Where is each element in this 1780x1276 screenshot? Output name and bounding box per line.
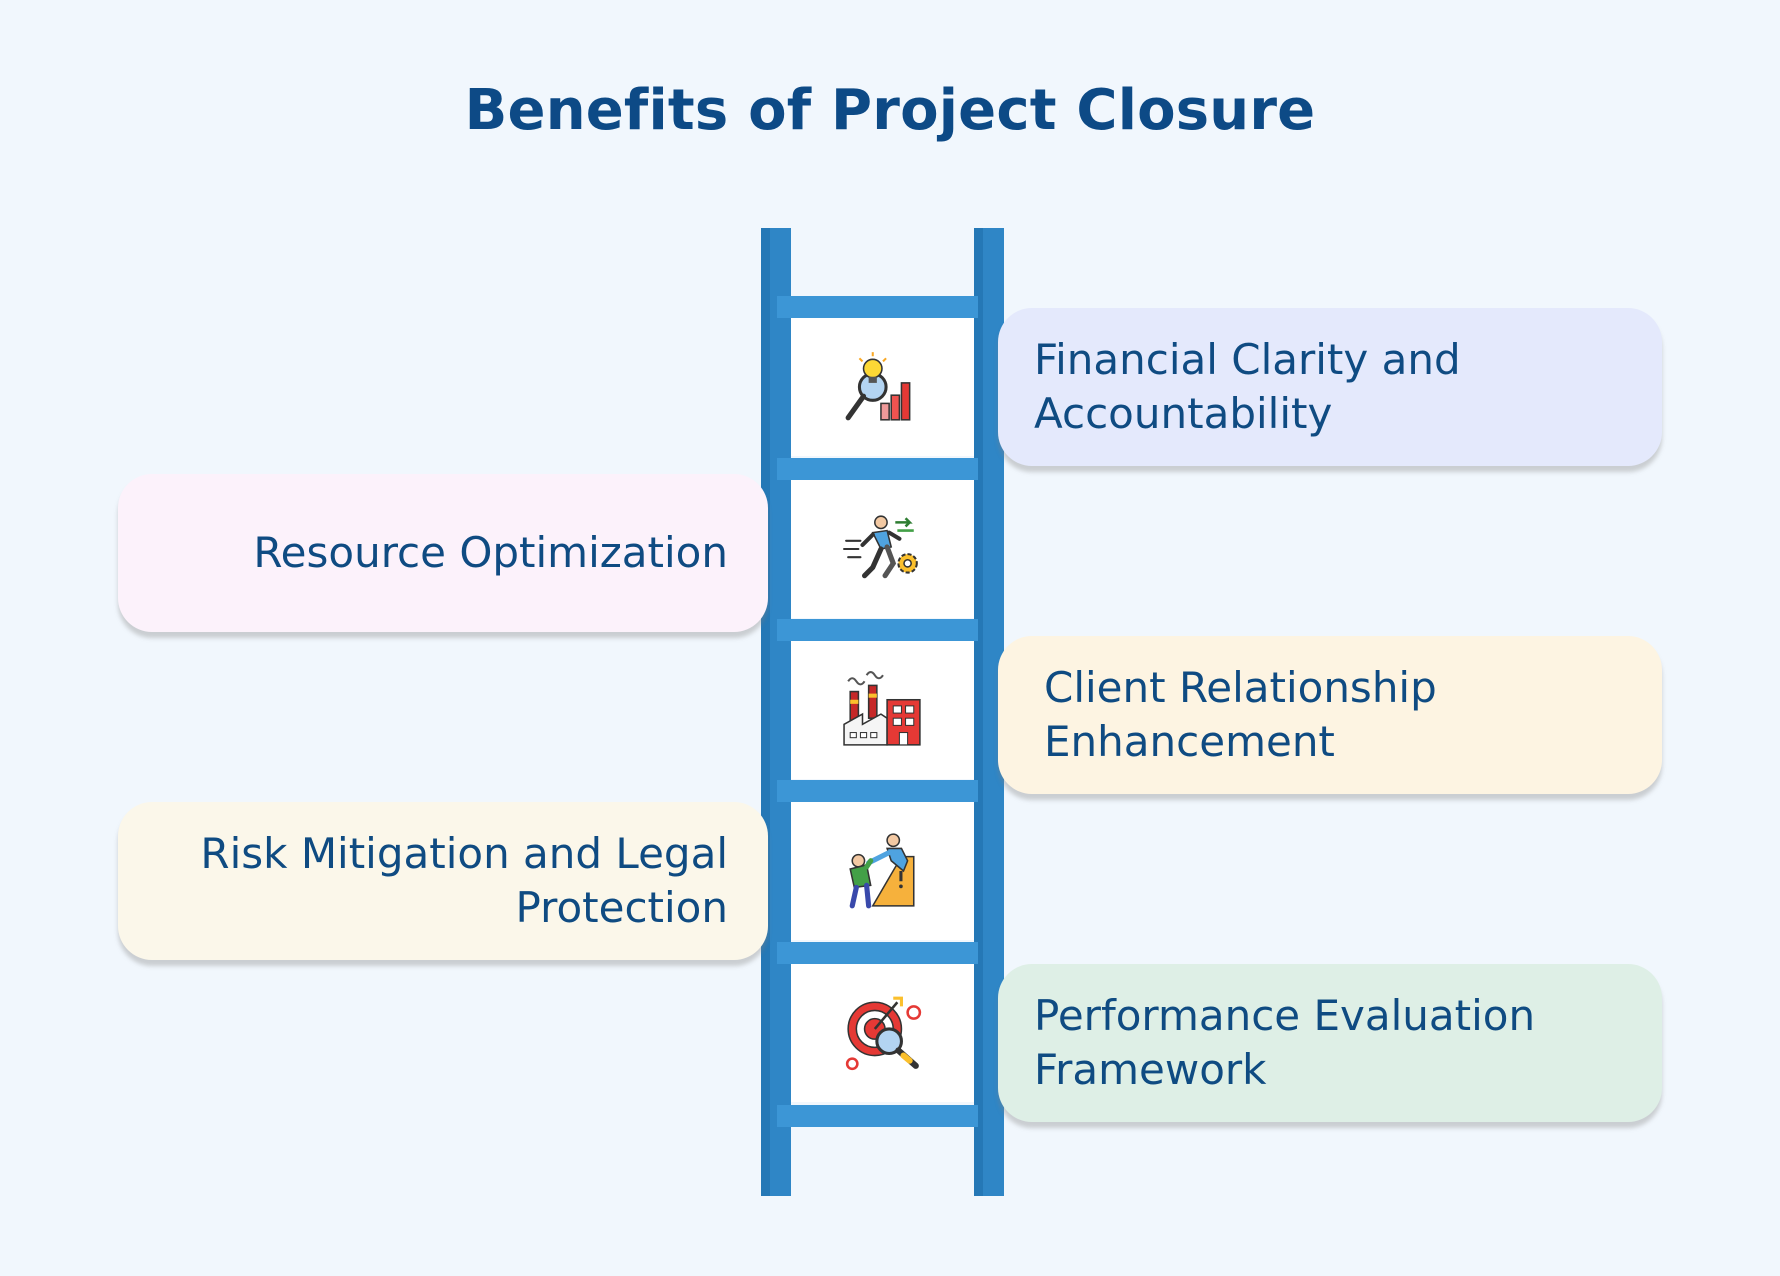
benefit-label-line: Performance Evaluation xyxy=(1034,991,1536,1040)
benefit-label-line: Framework xyxy=(1034,1045,1267,1094)
ladder-rung xyxy=(777,458,978,480)
ladder-rung xyxy=(777,619,978,641)
benefit-label-line: Protection xyxy=(515,883,728,932)
benefit-label-line: Enhancement xyxy=(1044,717,1335,766)
benefit-label-line: Client Relationship xyxy=(1044,663,1437,712)
benefit-label-line: Risk Mitigation and Legal xyxy=(200,829,728,878)
benefit-card-client-relationship: Client Relationship Enhancement xyxy=(998,636,1662,794)
ladder-rung xyxy=(777,296,978,318)
icon-cell xyxy=(791,802,974,940)
ladder-rung xyxy=(777,780,978,802)
benefit-card-performance-evaluation: Performance Evaluation Framework xyxy=(998,964,1662,1122)
ladder-left-rail xyxy=(761,228,791,1196)
benefit-card-resource-optimization: Resource Optimization xyxy=(118,474,768,632)
target-search-icon xyxy=(845,996,921,1071)
icon-cell xyxy=(791,480,974,618)
benefit-label-line: Financial Clarity and xyxy=(1034,335,1461,384)
analytics-lightbulb-icon xyxy=(845,352,910,421)
page-title: Benefits of Project Closure xyxy=(464,78,1316,143)
ladder-rung xyxy=(777,1105,978,1127)
benefit-card-risk-mitigation: Risk Mitigation and Legal Protection xyxy=(118,802,768,960)
icon-cell xyxy=(791,318,974,456)
runner-gear-icon xyxy=(842,515,918,579)
icon-cell xyxy=(791,641,974,779)
ladder-rung xyxy=(777,942,978,964)
icon-cell xyxy=(791,964,974,1102)
factory-building-icon xyxy=(842,671,921,746)
benefit-label-line: Accountability xyxy=(1034,389,1333,438)
benefit-card-financial-clarity: Financial Clarity and Accountability xyxy=(998,308,1662,466)
climbing-help-icon xyxy=(848,833,915,909)
benefit-label-line: Resource Optimization xyxy=(253,528,728,577)
